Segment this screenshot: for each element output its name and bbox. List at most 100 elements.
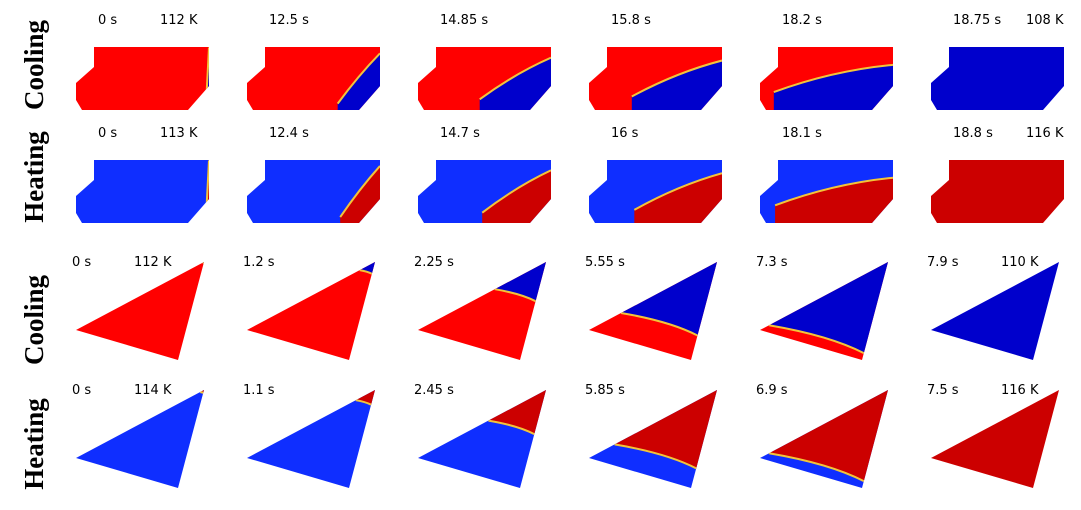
snapshot-panel: 1.2 s [243, 255, 375, 360]
time-label: 5.85 s [585, 383, 625, 398]
phase-interface [479, 56, 551, 101]
product-phase-region [773, 47, 893, 110]
time-label: 14.7 s [440, 126, 480, 141]
phase-interface [488, 419, 535, 435]
temperature-label: 116 K [1001, 383, 1039, 398]
temperature-label: 112 K [160, 13, 198, 28]
snapshot-panel: 12.5 s [247, 13, 380, 110]
time-label: 18.1 s [782, 126, 822, 141]
snapshot-panel: 2.25 s [414, 255, 546, 360]
time-label: 12.4 s [269, 126, 309, 141]
product-phase-region [614, 390, 717, 488]
time-label: 16 s [611, 126, 639, 141]
snapshot-panel: 2.45 s [414, 383, 546, 488]
phase-interface [774, 176, 893, 207]
product-phase-region [482, 160, 551, 223]
phase-interface [773, 63, 893, 94]
time-label: 2.25 s [414, 255, 454, 270]
temperature-label: 116 K [1026, 126, 1064, 141]
phase-interface [768, 324, 865, 355]
parent-phase-region [76, 390, 204, 488]
parent-phase-region [76, 262, 204, 360]
time-label: 7.3 s [756, 255, 788, 270]
phase-interface [481, 169, 551, 214]
snapshot-panel: 16 s [589, 126, 722, 223]
temperature-label: 113 K [160, 126, 198, 141]
product-phase-region [355, 390, 375, 488]
time-label: 18.75 s [953, 13, 1001, 28]
phase-interface [620, 312, 698, 337]
snapshot-panel: 5.85 s [585, 383, 717, 488]
product-phase-region [359, 262, 375, 360]
phase-interface [199, 391, 204, 394]
snapshot-panel: 0 s 112 K [72, 255, 204, 360]
time-label: 7.9 s [927, 255, 959, 270]
time-label: 1.2 s [243, 255, 275, 270]
product-phase-region [768, 390, 888, 488]
snapshot-grid: 0 s 112 K 12.5 s 14.85 s 15.8 s 18.2 s 18.75 s… [72, 13, 1064, 488]
product-phase-region [768, 262, 888, 360]
time-label: 18.2 s [782, 13, 822, 28]
parent-phase-region [931, 262, 1059, 360]
snapshot-panel: 5.55 s [585, 255, 717, 360]
snapshot-panel: 0 s 112 K [76, 13, 209, 110]
product-phase-region [200, 390, 204, 488]
phase-interface [355, 399, 372, 406]
time-label: 5.55 s [585, 255, 625, 270]
snapshot-panel: 0 s 113 K [76, 126, 209, 223]
phase-interface [633, 172, 722, 211]
phase-interface [336, 52, 380, 105]
row-labels: Cooling Heating Cooling Heating [19, 19, 49, 489]
product-phase-region [631, 47, 722, 110]
parent-phase-region [247, 390, 375, 488]
time-label: 14.85 s [440, 13, 488, 28]
time-label: 12.5 s [269, 13, 309, 28]
time-label: 0 s [98, 126, 117, 141]
product-phase-region [775, 160, 893, 223]
time-label: 15.8 s [611, 13, 651, 28]
snapshot-panel: 14.7 s [418, 126, 551, 223]
parent-phase-region [76, 47, 209, 110]
snapshot-panel: 18.75 s 108 K [931, 13, 1064, 110]
row-label-heating: Heating [19, 131, 49, 223]
snapshot-panel: 6.9 s [756, 383, 888, 488]
temperature-label: 112 K [134, 255, 172, 270]
temperature-label: 110 K [1001, 255, 1039, 270]
time-label: 1.1 s [243, 383, 275, 398]
snapshot-panel: 14.85 s [418, 13, 551, 110]
temperature-label: 114 K [134, 383, 172, 398]
phase-interface [768, 452, 865, 483]
time-label: 0 s [72, 255, 91, 270]
product-phase-region [479, 47, 551, 110]
snapshot-panel: 18.2 s [760, 13, 893, 110]
parent-phase-region [931, 390, 1059, 488]
time-label: 0 s [72, 383, 91, 398]
snapshot-panel: 7.3 s [756, 255, 888, 360]
temperature-label: 108 K [1026, 13, 1064, 28]
snapshot-panel: 12.4 s [247, 126, 380, 223]
phase-interface [339, 165, 380, 218]
time-label: 6.9 s [756, 383, 788, 398]
snapshot-panel: 18.1 s [760, 126, 893, 223]
phase-interface [614, 443, 697, 470]
snapshot-panel: 15.8 s [589, 13, 722, 110]
snapshot-panel: 7.9 s 110 K [927, 255, 1059, 360]
time-label: 7.5 s [927, 383, 959, 398]
snapshot-panel: 1.1 s [243, 383, 375, 488]
phase-interface [631, 59, 722, 98]
time-label: 2.45 s [414, 383, 454, 398]
parent-phase-region [931, 160, 1064, 223]
snapshot-panel: 0 s 114 K [72, 383, 204, 488]
row-label-cooling: Cooling [19, 19, 49, 110]
phase-interface [494, 288, 537, 303]
row-label-cooling: Cooling [19, 274, 49, 365]
product-phase-region [202, 262, 204, 360]
snapshot-panel: 7.5 s 116 K [927, 383, 1059, 488]
parent-phase-region [247, 262, 375, 360]
parent-phase-region [76, 160, 209, 223]
product-phase-region [621, 262, 717, 360]
product-phase-region [634, 160, 722, 223]
time-label: 0 s [98, 13, 117, 28]
